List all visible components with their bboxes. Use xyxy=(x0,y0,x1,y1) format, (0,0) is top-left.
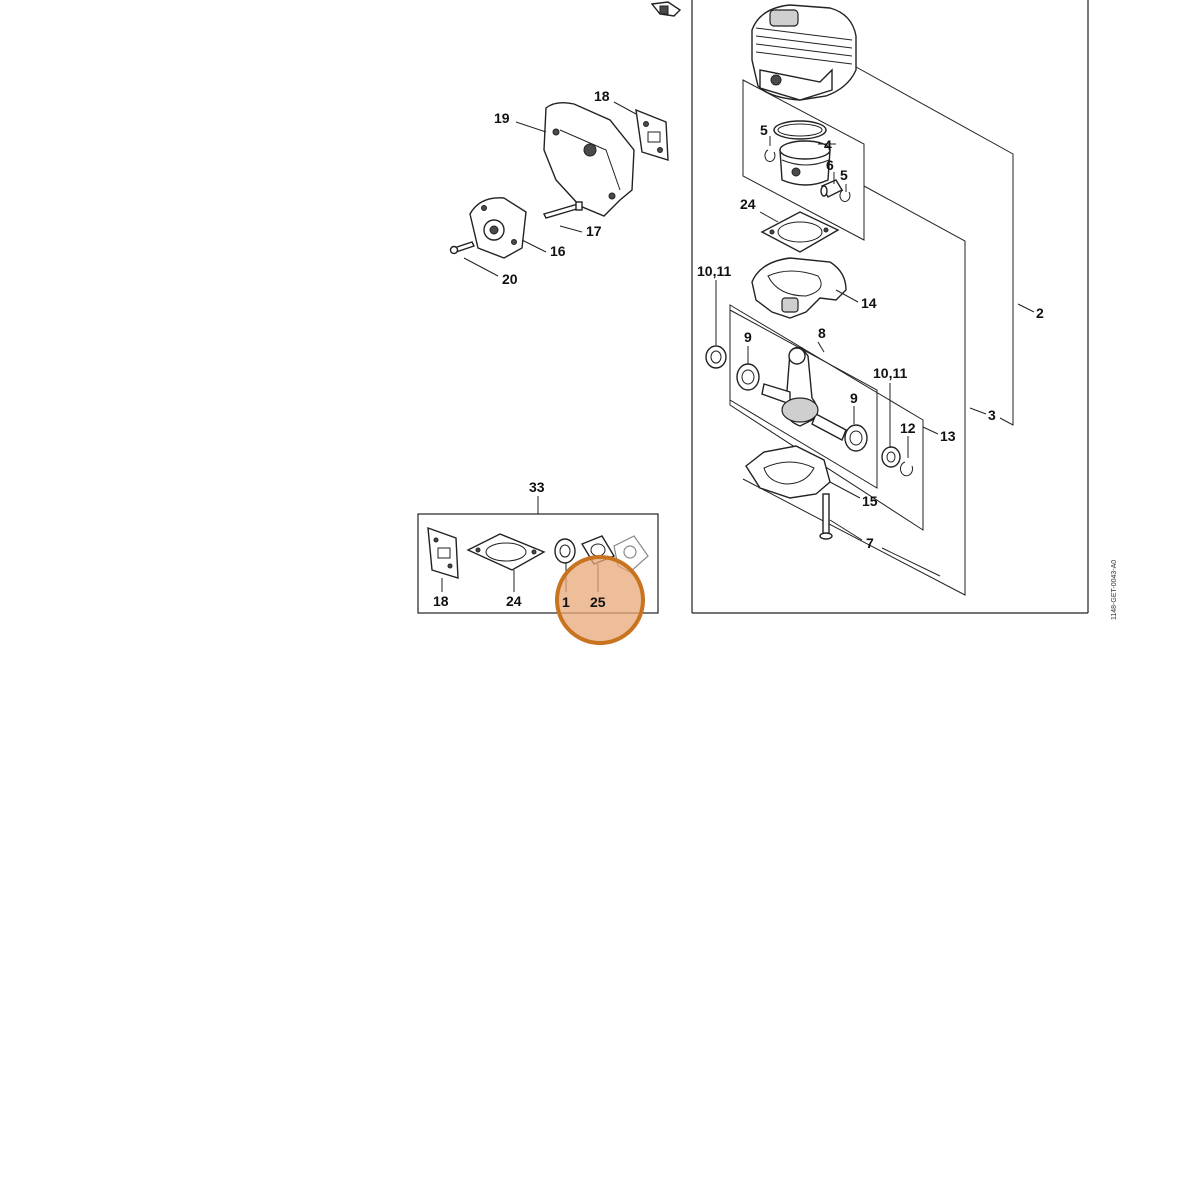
leader-lines xyxy=(441,101,1035,592)
kit-gasket-24-part xyxy=(466,533,546,571)
crankcase-lower-part xyxy=(745,445,831,499)
assembly-frame xyxy=(691,0,1089,614)
circlip-part xyxy=(764,149,851,202)
callout-15: 15 xyxy=(862,493,878,509)
bearing-right-part xyxy=(844,424,868,452)
shroud-19-part xyxy=(543,101,635,217)
screw-long-part xyxy=(819,493,833,540)
oil-seal-right-part xyxy=(881,446,901,468)
oil-seal-left-part xyxy=(705,345,727,369)
callout-12: 12 xyxy=(900,420,916,436)
flange-16-part xyxy=(469,197,527,259)
callout-10-11a: 10,11 xyxy=(697,263,731,279)
callout-9a: 9 xyxy=(744,329,752,345)
callout-17: 17 xyxy=(586,223,602,239)
callout-9b: 9 xyxy=(850,390,858,406)
gasket-plate-18-part xyxy=(635,108,669,161)
callout-2: 2 xyxy=(1036,305,1044,321)
callout-8: 8 xyxy=(818,325,826,341)
callout-6: 6 xyxy=(826,157,834,173)
kit-gasket-plate-18-part xyxy=(427,526,459,579)
callout-16: 16 xyxy=(550,243,566,259)
bolt-17-part xyxy=(542,201,583,219)
cylinder-part xyxy=(751,4,857,101)
piston-pin-part xyxy=(820,179,843,198)
group-frame-crank xyxy=(729,309,878,489)
fitting-part xyxy=(650,1,682,17)
group-frame-3 xyxy=(742,185,966,596)
callout-20: 20 xyxy=(502,271,518,287)
callout-3: 3 xyxy=(988,407,996,423)
callout-18a: 18 xyxy=(594,88,610,104)
callout-13: 13 xyxy=(940,428,956,444)
callout-1: 1 xyxy=(562,594,570,610)
callout-7: 7 xyxy=(866,535,874,551)
callout-25: 25 xyxy=(590,594,606,610)
group-frame-piston xyxy=(742,79,865,241)
document-id: 1148-GET-0043-A0 xyxy=(1111,560,1118,620)
callout-14: 14 xyxy=(861,295,877,311)
kit-seal-1-part xyxy=(554,538,576,564)
callout-5a: 5 xyxy=(760,122,768,138)
callout-19: 19 xyxy=(494,110,510,126)
piston-ring-part xyxy=(773,120,827,140)
bearing-left-part xyxy=(736,363,760,391)
callout-4: 4 xyxy=(824,137,832,153)
crankshaft-part xyxy=(761,346,847,441)
callout-18b: 18 xyxy=(433,593,449,609)
callout-24a: 24 xyxy=(740,196,756,212)
callout-5b: 5 xyxy=(840,167,848,183)
cylinder-gasket-part xyxy=(760,211,840,253)
highlight-circle xyxy=(555,555,645,645)
screw-20-part xyxy=(449,241,475,255)
callout-33: 33 xyxy=(529,479,545,495)
callout-labels: 2 3 4 5 6 5 24 10,11 14 8 9 10,11 9 12 1… xyxy=(433,88,1044,610)
callout-10-11b: 10,11 xyxy=(873,365,907,381)
crankcase-upper-part xyxy=(751,257,847,319)
group-frame-2 xyxy=(828,51,1014,426)
piston-part xyxy=(779,140,831,186)
callout-24b: 24 xyxy=(506,593,522,609)
snap-ring-part xyxy=(900,461,913,477)
